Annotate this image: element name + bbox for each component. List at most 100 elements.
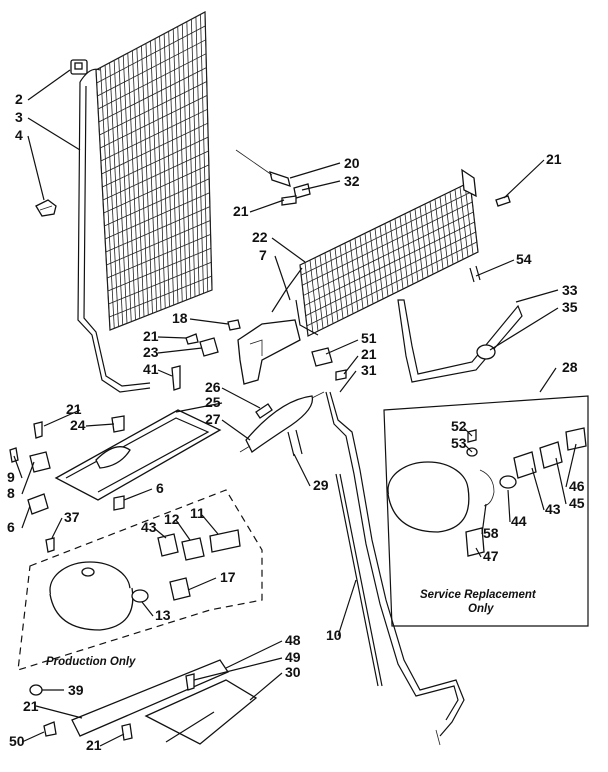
coil-mount-clip-2 <box>70 59 88 75</box>
label-47: 47 <box>483 548 499 564</box>
screw-18 <box>227 319 241 331</box>
label-49: 49 <box>285 649 301 665</box>
screw-21-pan <box>33 421 43 439</box>
screw-9 <box>9 447 19 463</box>
bracket-46 <box>565 427 587 451</box>
label-21-base-bottom: 21 <box>86 737 102 753</box>
wire-58 <box>479 469 495 507</box>
base-plate-30 <box>144 679 258 745</box>
label-9: 9 <box>7 469 15 485</box>
label-37: 37 <box>64 509 80 525</box>
label-7: 7 <box>259 247 267 263</box>
grommet-13 <box>131 589 149 603</box>
label-46: 46 <box>569 478 585 494</box>
label-51: 51 <box>361 330 377 346</box>
relay-43-production <box>157 533 179 557</box>
label-4: 4 <box>15 127 23 143</box>
compressor-service <box>387 461 470 533</box>
label-27: 27 <box>205 411 221 427</box>
fitting-24 <box>111 415 125 433</box>
label-22: 22 <box>252 229 268 245</box>
label-21-top-right: 21 <box>546 151 562 167</box>
compressor-production <box>49 561 134 631</box>
capacitor-17 <box>169 577 191 601</box>
overload-45 <box>539 441 563 469</box>
screw-21-clip <box>335 369 347 381</box>
grommet-35 <box>476 344 496 360</box>
evaporator-coil <box>295 168 479 337</box>
label-8: 8 <box>7 485 15 501</box>
label-31: 31 <box>361 362 377 378</box>
clip-23 <box>199 337 219 357</box>
label-21-bracket: 21 <box>143 328 159 344</box>
bracket-8 <box>29 451 51 473</box>
label-33: 33 <box>562 282 578 298</box>
grommet-44 <box>499 475 517 489</box>
label-50: 50 <box>9 733 25 749</box>
label-45: 45 <box>569 495 585 511</box>
screw-21-bracket <box>185 333 199 345</box>
defrost-thermostat-20 <box>235 149 291 187</box>
label-12: 12 <box>164 511 180 527</box>
screw-21-base <box>121 723 133 741</box>
label-3: 3 <box>15 109 23 125</box>
label-6-mid: 6 <box>156 480 164 496</box>
screw-41 <box>171 365 181 391</box>
service-only-caption: Only <box>468 603 494 615</box>
drain-pan-25 <box>54 409 222 501</box>
label-43-service: 43 <box>545 501 561 517</box>
condenser-coil <box>77 11 213 393</box>
label-25: 25 <box>205 394 221 410</box>
label-44: 44 <box>511 513 527 529</box>
label-24: 24 <box>70 417 86 433</box>
label-21-base-left: 21 <box>23 698 39 714</box>
capacitor-47 <box>465 527 485 557</box>
label-20: 20 <box>344 155 360 171</box>
label-13: 13 <box>155 607 171 623</box>
label-21-clip: 21 <box>361 346 377 362</box>
label-23: 23 <box>143 344 159 360</box>
label-17: 17 <box>220 569 236 585</box>
coil-mount-bracket-4 <box>35 199 57 217</box>
label-21-pan: 21 <box>66 401 82 417</box>
label-29: 29 <box>313 477 329 493</box>
bracket-11 <box>209 529 241 553</box>
service-replacement-caption: Service Replacement <box>420 589 537 601</box>
label-52: 52 <box>451 418 467 434</box>
screw-21-left <box>281 195 297 206</box>
label-28: 28 <box>562 359 578 375</box>
label-10: 10 <box>326 627 342 643</box>
overload-12 <box>181 537 205 561</box>
clip-6-left <box>27 493 49 515</box>
production-only-group <box>17 489 263 671</box>
label-54: 54 <box>516 251 532 267</box>
label-18: 18 <box>172 310 188 326</box>
label-32: 32 <box>344 173 360 189</box>
relay-43-service <box>513 451 537 479</box>
label-41: 41 <box>143 361 159 377</box>
production-only-caption: Production Only <box>46 656 136 668</box>
capillary-tube-10 <box>335 473 383 687</box>
drier-27 <box>239 391 325 453</box>
clip-32 <box>293 183 311 199</box>
label-11: 11 <box>190 505 205 521</box>
label-35: 35 <box>562 299 578 315</box>
drier-26 <box>255 403 273 419</box>
label-26: 26 <box>205 379 221 395</box>
label-53: 53 <box>451 435 467 451</box>
label-39: 39 <box>68 682 84 698</box>
clip-51 <box>311 347 333 367</box>
drain-trough-54 <box>469 265 481 283</box>
service-replacement-box <box>383 395 589 627</box>
label-6-left: 6 <box>7 519 15 535</box>
label-21-left-mid: 21 <box>233 203 249 219</box>
label-43-production: 43 <box>141 519 157 535</box>
screw-37 <box>45 537 55 553</box>
screw-50 <box>43 721 57 737</box>
part-labels: 2 3 4 20 32 21 21 22 7 54 33 35 18 21 23… <box>7 91 585 753</box>
screw-21-right <box>495 195 511 207</box>
label-48: 48 <box>285 632 301 648</box>
heat-exchanger-31 <box>325 391 465 746</box>
